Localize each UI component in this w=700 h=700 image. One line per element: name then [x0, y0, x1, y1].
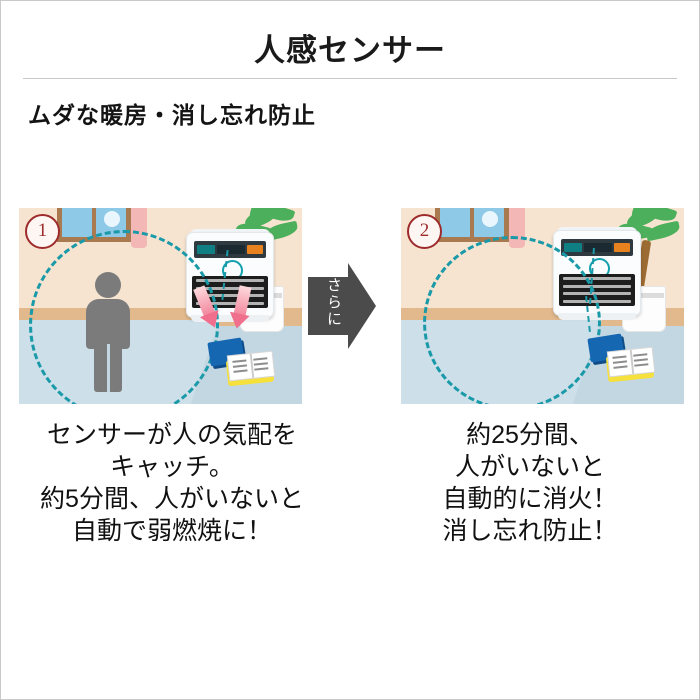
page-line [253, 357, 268, 361]
sun-glare [482, 211, 498, 227]
books-group [587, 333, 659, 384]
control-segment [197, 245, 215, 254]
step-badge: 2 [407, 214, 442, 249]
control-segment [564, 243, 582, 252]
sensor-detection-circle [423, 236, 601, 404]
grille-slat [196, 286, 264, 290]
caption-step-2: 約25分間、 人がいないと 自動的に消火！ 消し忘れ防止！ [442, 421, 618, 545]
page-line [613, 365, 628, 369]
control-indicator-orange [247, 245, 263, 254]
person-figure [81, 272, 135, 392]
plant-leaf [644, 220, 682, 242]
page-line [254, 367, 269, 371]
person-legs [94, 344, 122, 392]
page-line [612, 355, 627, 359]
heater-control-panel [561, 239, 633, 256]
heater-control-panel [194, 241, 266, 258]
page-line [253, 362, 268, 366]
page-subtitle: ムダな暖房・消し忘れ防止 [28, 102, 316, 128]
caption-step-1: センサーが人の気配を キャッチ。 約5分間、人がいないと 自動で弱燃焼に！ [40, 421, 304, 545]
grille-slat [196, 294, 264, 298]
control-display [583, 243, 613, 252]
person-body [86, 299, 130, 349]
sensor-detection-circle [29, 230, 219, 404]
heater-foot [191, 315, 269, 322]
sun-glare [104, 211, 120, 227]
airflow-head [226, 311, 250, 331]
grille-slat [196, 279, 264, 282]
plant-leaf [631, 208, 653, 227]
transition-arrow: さらに [308, 263, 376, 349]
scene-panel-2: 2 [401, 208, 684, 404]
grille-slat [563, 277, 631, 280]
page-line [634, 363, 649, 367]
title-divider [23, 78, 677, 79]
plant-leaf [249, 208, 271, 227]
open-book-pages [227, 351, 275, 381]
page-line [232, 364, 247, 368]
control-display [216, 245, 246, 254]
person-head [95, 272, 121, 298]
grille-slat [196, 301, 264, 305]
books-group [207, 337, 279, 388]
page-line [633, 358, 648, 362]
open-book-pages [607, 347, 655, 377]
step-badge: 1 [25, 214, 60, 249]
control-indicator-orange [614, 243, 630, 252]
page-line [612, 360, 627, 364]
page-line [633, 353, 648, 357]
transition-arrow-label: さらに [325, 277, 342, 328]
page-line [233, 369, 248, 373]
grille-slat [563, 284, 631, 288]
page-line [232, 359, 247, 363]
grille-slat [563, 292, 631, 296]
arrow-right-icon [308, 263, 376, 349]
page-title: 人感センサー [254, 33, 446, 68]
scene-panel-1: 1 [19, 208, 302, 404]
